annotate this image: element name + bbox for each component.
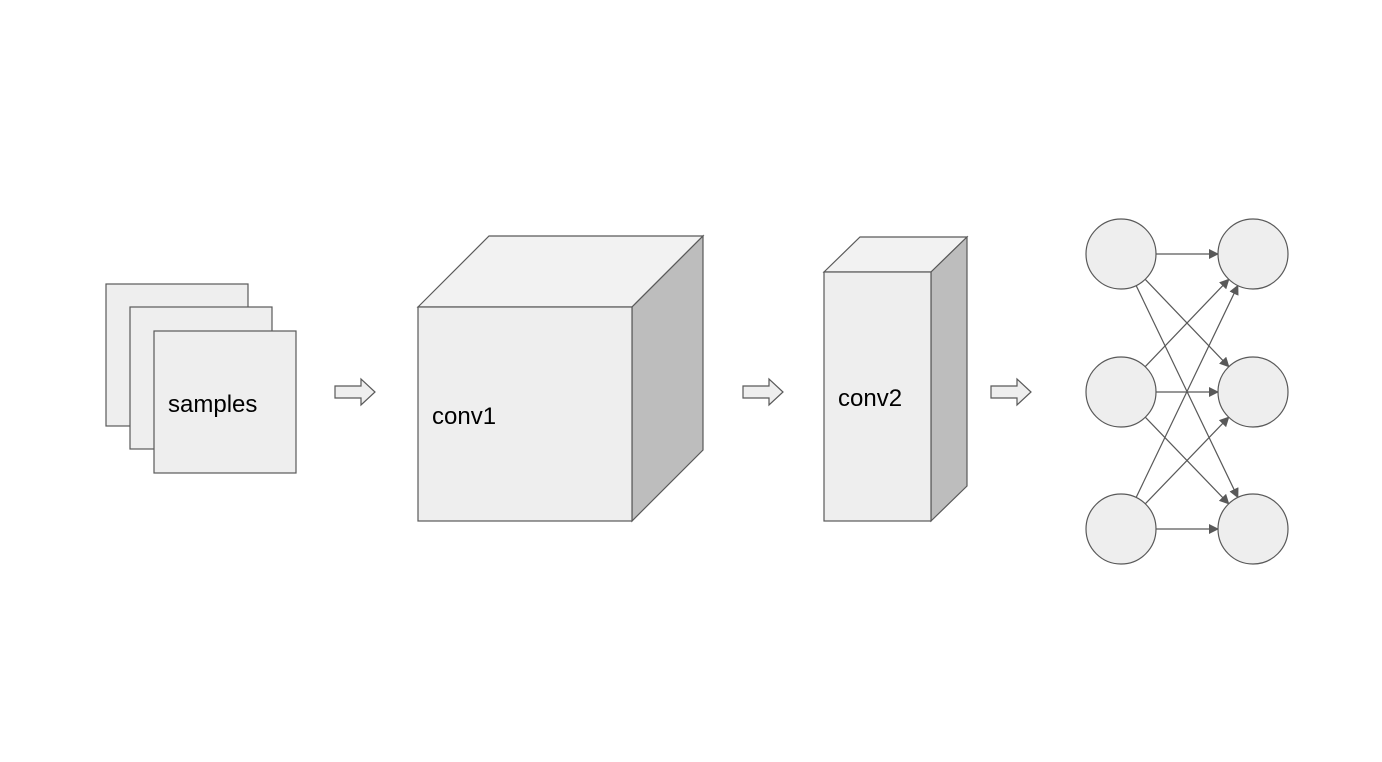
- connection-3-to-2: [1144, 416, 1230, 505]
- output-node-2: [1217, 356, 1289, 428]
- connection-2-to-1: [1144, 278, 1230, 368]
- input-node-1: [1085, 218, 1157, 290]
- fc-nodes: [1085, 218, 1289, 565]
- sample-sheet-front: [153, 330, 297, 474]
- conv1-label: conv1: [432, 403, 496, 430]
- conv1-cube: conv1: [416, 234, 705, 523]
- output-node-3: [1217, 493, 1289, 565]
- flow-arrow-2: [742, 377, 784, 407]
- input-node-2: [1085, 356, 1157, 428]
- fc-edges: [1135, 249, 1239, 534]
- flow-arrow-1: [334, 377, 376, 407]
- flow-arrow-3: [990, 377, 1032, 407]
- fully-connected-network: [1085, 218, 1289, 565]
- conv2-front-face: [823, 271, 932, 522]
- conv2-block: conv2: [822, 235, 969, 523]
- conv2-side-face: [930, 235, 968, 523]
- conv2-label: conv2: [838, 385, 902, 412]
- input-node-3: [1085, 493, 1157, 565]
- conv1-front-face: [417, 306, 633, 522]
- output-node-1: [1217, 218, 1289, 290]
- connection-3-to-1: [1135, 284, 1239, 498]
- samples-label: samples: [168, 391, 257, 418]
- samples-stack: samples: [105, 283, 297, 474]
